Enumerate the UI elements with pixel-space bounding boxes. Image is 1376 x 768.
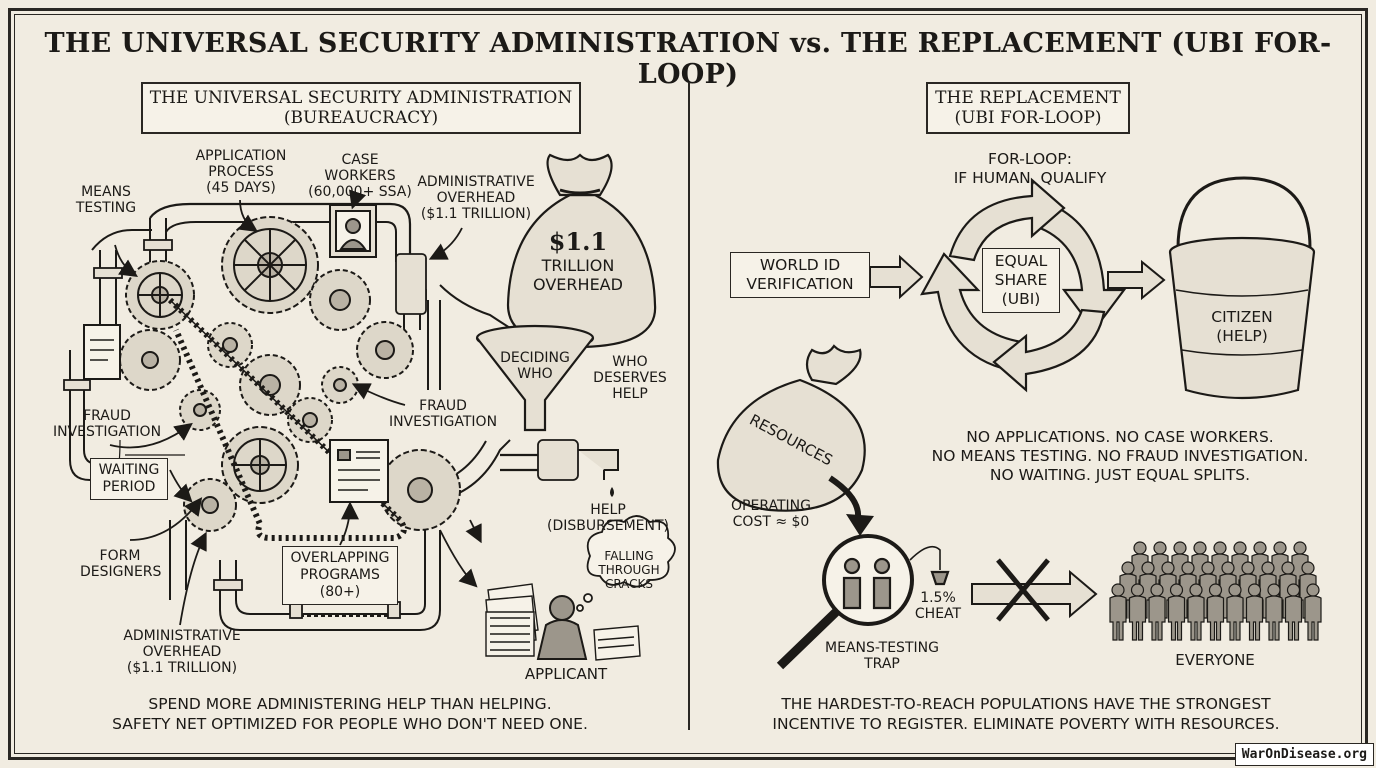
everyone-label: EVERYONE xyxy=(1175,651,1255,669)
gear-spokes xyxy=(138,229,306,491)
left-subheading: (BUREAUCRACY) xyxy=(283,108,439,128)
citizen-bucket xyxy=(1168,176,1316,400)
thought-bubble xyxy=(576,515,676,612)
person-icon xyxy=(1167,583,1186,641)
person-icon xyxy=(1226,583,1244,641)
person-icon xyxy=(1206,583,1225,641)
citizen-help-label: CITIZEN(HELP) xyxy=(1211,308,1273,345)
left-heading: THE UNIVERSAL SECURITY ADMINISTRATION xyxy=(149,88,573,108)
left-annotation-arrows xyxy=(109,189,482,626)
form-clipboard-center xyxy=(329,439,389,503)
person-icon xyxy=(1304,583,1322,641)
conveyor-belt xyxy=(167,297,407,541)
cheat-label: 1.5%CHEAT xyxy=(914,590,962,622)
faucet-spout xyxy=(578,449,619,471)
help-drop xyxy=(610,487,614,497)
resources-flow-arrow xyxy=(828,475,862,519)
cross-out-mark xyxy=(996,558,1050,622)
pipe-joints xyxy=(63,239,579,619)
person-icon xyxy=(1148,583,1166,641)
inner-frame xyxy=(14,14,1362,754)
case-worker-portrait xyxy=(329,204,377,258)
outer-frame xyxy=(8,8,1368,760)
crowd-everyone xyxy=(1109,541,1322,641)
for-loop-cycle xyxy=(919,177,1127,393)
watermark[interactable]: WarOnDisease.org xyxy=(1234,743,1374,766)
magnifying-glass xyxy=(776,534,950,670)
left-heading-box: THE UNIVERSAL SECURITY ADMINISTRATION (B… xyxy=(141,82,581,134)
money-bag xyxy=(506,153,657,349)
right-heading: THE REPLACEMENT xyxy=(935,88,1121,108)
left-bottom-note: SPEND MORE ADMINISTERING HELP THAN HELPI… xyxy=(112,695,588,733)
center-divider xyxy=(688,82,690,730)
funnel xyxy=(475,324,595,432)
right-heading-box: THE REPLACEMENT (UBI FOR-LOOP) xyxy=(926,82,1130,134)
right-bottom-note: THE HARDEST-TO-REACH POPULATIONS HAVE TH… xyxy=(772,695,1280,733)
person-icon xyxy=(1284,583,1303,641)
right-subheading: (UBI FOR-LOOP) xyxy=(954,108,1102,128)
main-title: THE UNIVERSAL SECURITY ADMINISTRATION vs… xyxy=(44,28,1332,90)
resources-bag xyxy=(716,344,866,512)
person-icon xyxy=(1245,583,1264,641)
money-bag-label: $1.1 TRILLION OVERHEAD xyxy=(533,227,623,295)
label-help-disbursement: HELP(DISBURSEMENT) xyxy=(547,502,669,534)
applicant-figure xyxy=(536,595,588,660)
paper-stack xyxy=(485,583,641,661)
for-loop-label: FOR-LOOP:IF HUMAN, QUALIFY xyxy=(953,150,1107,187)
person-icon xyxy=(1265,583,1283,641)
person-icon xyxy=(1187,583,1205,641)
form-clipboard-left xyxy=(83,324,121,380)
no-list: NO APPLICATIONS. NO CASE WORKERS.NO MEAN… xyxy=(931,428,1309,484)
person-icon xyxy=(1109,583,1127,641)
person-icon xyxy=(1128,583,1147,641)
label-applicant: APPLICANT xyxy=(524,665,608,683)
flow-arrows-right xyxy=(869,254,1166,619)
